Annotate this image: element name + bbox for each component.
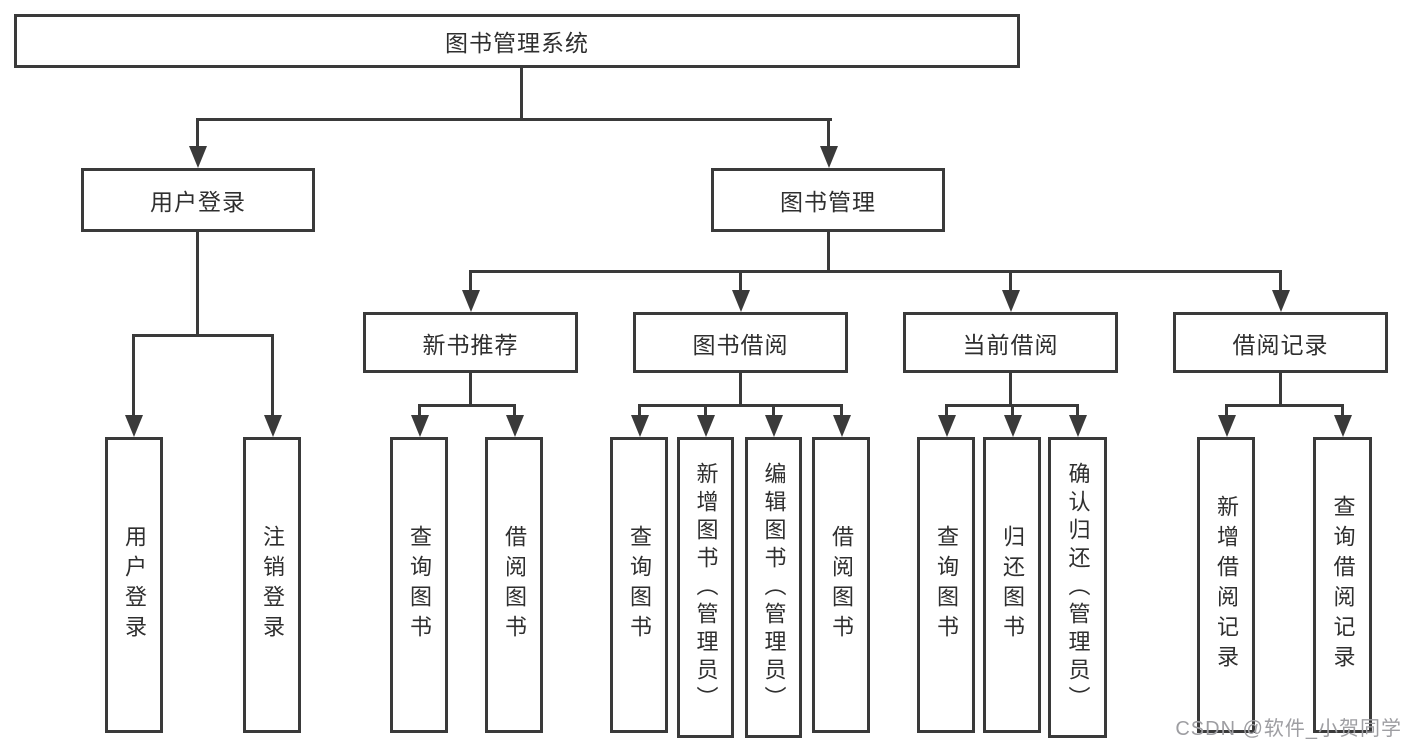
node-root: 图书管理系统	[14, 14, 1020, 68]
connector-user-login-bar	[132, 334, 274, 337]
connector-leaf-line	[1341, 404, 1344, 418]
node-current-borrowing-label: 当前借阅	[962, 331, 1059, 358]
leaf-edit-books-admin: 编辑图书（管理员）	[745, 437, 802, 738]
leaf-borrow-query-books: 查询图书	[610, 437, 668, 733]
connector-leaf-line	[772, 404, 775, 418]
arrow-down-icon	[1334, 415, 1352, 437]
arrow-down-icon	[1004, 415, 1022, 437]
connector-borrowing-records-stub	[1279, 371, 1282, 407]
leaf-recommend-borrow-books: 借阅图书	[485, 437, 543, 733]
node-user-login-label: 用户登录	[150, 189, 246, 215]
arrow-down-icon	[697, 415, 715, 437]
connector-leaf-line	[638, 404, 641, 418]
leaf-return-books-label: 归还图书	[1000, 525, 1025, 645]
connector-book-management-stub	[827, 230, 830, 272]
connector-leaf-line	[1076, 404, 1079, 418]
connector-recommend-bar	[418, 404, 516, 407]
connector-borrowing-records-bar	[1225, 404, 1344, 407]
leaf-edit-books-admin-label: 编辑图书（管理员）	[761, 461, 787, 714]
leaf-user-login: 用户登录	[105, 437, 163, 733]
arrow-down-icon	[189, 146, 207, 168]
connector-to-leaf-logout	[271, 334, 274, 416]
connector-leaf-line	[945, 404, 948, 418]
leaf-current-query-books-label: 查询图书	[934, 525, 959, 645]
arrow-down-icon	[411, 415, 429, 437]
leaf-add-books-admin: 新增图书（管理员）	[677, 437, 734, 738]
arrow-down-icon	[938, 415, 956, 437]
leaf-add-books-admin-label: 新增图书（管理员）	[693, 461, 719, 714]
arrow-down-icon	[1002, 290, 1020, 312]
arrow-down-icon	[833, 415, 851, 437]
arrow-down-icon	[1069, 415, 1087, 437]
arrow-down-icon	[765, 415, 783, 437]
leaf-logout-label: 注销登录	[260, 525, 285, 645]
leaf-add-borrow-record-label: 新增借阅记录	[1214, 495, 1239, 675]
leaf-user-login-label: 用户登录	[122, 525, 147, 645]
leaf-query-borrow-record: 查询借阅记录	[1313, 437, 1372, 733]
connector-leaf-line	[1225, 404, 1228, 418]
connector-to-user-login-line	[196, 118, 199, 150]
arrow-down-icon	[264, 415, 282, 437]
leaf-borrow-borrow-books: 借阅图书	[812, 437, 870, 733]
connector-to-book-borrowing	[739, 270, 742, 292]
connector-to-current-borrowing	[1009, 270, 1012, 292]
arrow-down-icon	[631, 415, 649, 437]
connector-leaf-line	[704, 404, 707, 418]
leaf-confirm-return-admin: 确认归还（管理员）	[1048, 437, 1107, 738]
connector-to-recommend	[469, 270, 472, 292]
arrow-down-icon	[820, 146, 838, 168]
arrow-down-icon	[462, 290, 480, 312]
node-book-management: 图书管理	[711, 168, 945, 232]
connector-recommend-stub	[469, 371, 472, 407]
node-new-book-recommendation-label: 新书推荐	[422, 331, 519, 358]
connector-to-book-management-line	[827, 118, 830, 150]
arrow-down-icon	[125, 415, 143, 437]
node-borrowing-records: 借阅记录	[1173, 312, 1388, 373]
node-user-login: 用户登录	[81, 168, 315, 232]
node-borrowing-records-label: 借阅记录	[1232, 331, 1329, 358]
connector-book-management-bar	[469, 270, 1282, 273]
leaf-query-borrow-record-label: 查询借阅记录	[1330, 495, 1356, 675]
node-root-label: 图书管理系统	[445, 30, 589, 56]
connector-root-stub	[520, 66, 523, 120]
arrow-down-icon	[732, 290, 750, 312]
leaf-borrow-borrow-books-label: 借阅图书	[829, 525, 854, 645]
connector-leaf-line	[1011, 404, 1014, 418]
node-book-management-label: 图书管理	[780, 189, 876, 215]
csdn-watermark: CSDN @软件_小贺同学	[1175, 718, 1402, 740]
leaf-add-borrow-record: 新增借阅记录	[1197, 437, 1255, 733]
leaf-borrow-query-books-label: 查询图书	[627, 525, 652, 645]
connector-leaf-line	[418, 404, 421, 418]
connector-leaf-line	[513, 404, 516, 418]
leaf-recommend-query-books: 查询图书	[390, 437, 448, 733]
arrow-down-icon	[1218, 415, 1236, 437]
leaf-current-query-books: 查询图书	[917, 437, 975, 733]
connector-to-borrowing-records	[1279, 270, 1282, 292]
connector-user-login-stub	[196, 230, 199, 336]
leaf-recommend-query-books-label: 查询图书	[407, 525, 432, 645]
node-new-book-recommendation: 新书推荐	[363, 312, 578, 373]
connector-book-borrowing-stub	[739, 371, 742, 407]
node-current-borrowing: 当前借阅	[903, 312, 1118, 373]
leaf-recommend-borrow-books-label: 借阅图书	[502, 525, 527, 645]
connector-root-bar	[196, 118, 832, 121]
connector-book-borrowing-bar	[638, 404, 842, 407]
node-book-borrowing-label: 图书借阅	[692, 331, 789, 358]
leaf-confirm-return-admin-label: 确认归还（管理员）	[1065, 461, 1091, 714]
leaf-return-books: 归还图书	[983, 437, 1041, 733]
leaf-logout: 注销登录	[243, 437, 301, 733]
arrow-down-icon	[506, 415, 524, 437]
connector-leaf-line	[840, 404, 843, 418]
arrow-down-icon	[1272, 290, 1290, 312]
node-book-borrowing: 图书借阅	[633, 312, 848, 373]
connector-to-leaf-user-login	[132, 334, 135, 416]
connector-current-borrowing-stub	[1009, 371, 1012, 407]
